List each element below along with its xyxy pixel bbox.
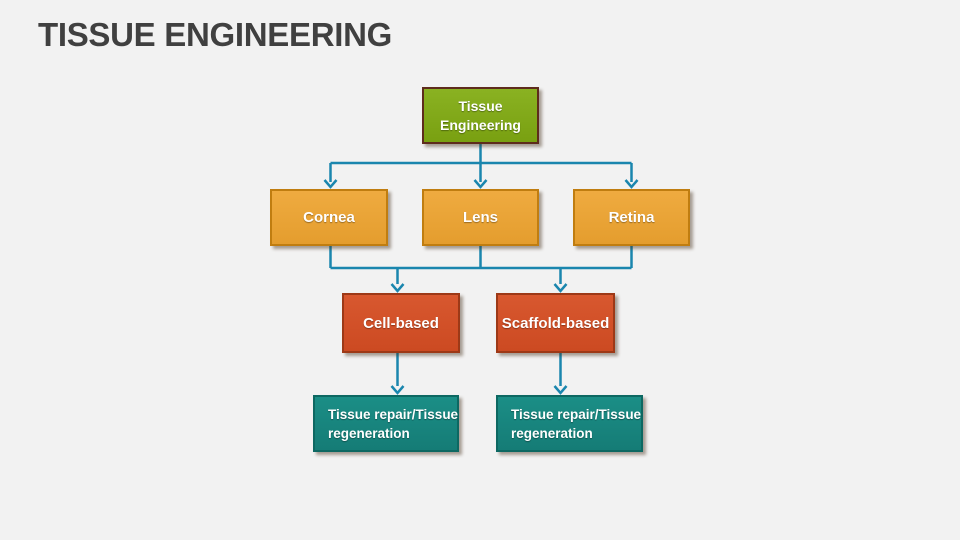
arrowhead-icon [553, 385, 568, 395]
node-label: Scaffold-based [501, 314, 610, 332]
node-tissue-repair-left: Tissue repair/Tissue regeneration [313, 395, 459, 452]
node-label: Tissue repair/Tissue [328, 406, 459, 422]
node-label: Retina [608, 209, 655, 226]
node-label: regeneration [511, 425, 593, 441]
node-label: Tissue [458, 97, 503, 114]
node-retina: Retina [573, 189, 690, 246]
node-cell-based: Cell-based [342, 293, 460, 353]
arrowhead-icon [323, 179, 338, 189]
node-label: Cell-based [363, 314, 439, 332]
node-label: regeneration [328, 425, 410, 441]
node-scaffold-based: Scaffold-based [496, 293, 615, 353]
connector-row2-to-row3 [329, 246, 633, 293]
node-cornea: Cornea [270, 189, 388, 246]
node-tissue-engineering: Tissue Engineering [422, 87, 539, 144]
node-label: Lens [462, 209, 498, 226]
node-label: Cornea [303, 209, 355, 226]
node-lens: Lens [422, 189, 539, 246]
arrowhead-icon [473, 179, 488, 189]
page-title: TISSUE ENGINEERING [38, 16, 392, 53]
connector-row3-to-row4 [390, 353, 568, 395]
node-tissue-repair-right: Tissue repair/Tissue regeneration [496, 395, 643, 452]
arrowhead-icon [390, 283, 405, 293]
node-label: Tissue repair/Tissue [511, 406, 642, 422]
connector-root-to-row2 [323, 144, 639, 189]
node-label: Engineering [440, 116, 521, 133]
arrowhead-icon [624, 179, 639, 189]
arrowhead-icon [390, 385, 405, 395]
arrowhead-icon [553, 283, 568, 293]
